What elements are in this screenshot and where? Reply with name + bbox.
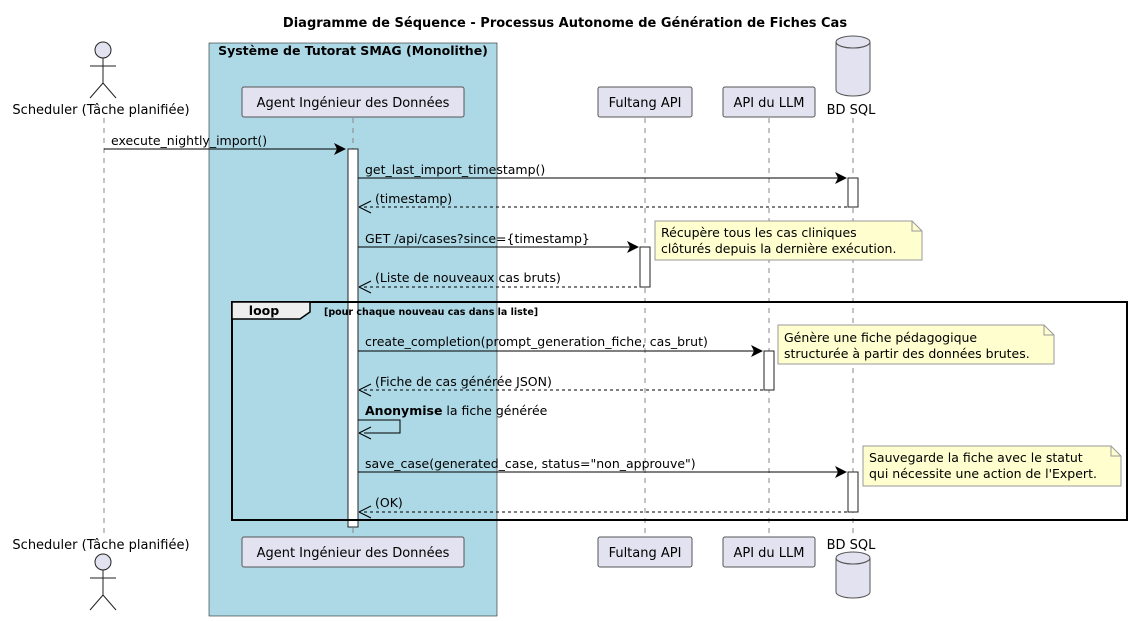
participant-fultang-label-bottom: Fultang API — [609, 546, 682, 561]
loop-frame — [231, 301, 1128, 521]
activation-bd-1 — [847, 177, 859, 208]
message-4: GET /api/cases?since={timestamp} — [358, 231, 639, 253]
participant-agent-label-bottom: Agent Ingénieur des Données — [257, 546, 450, 561]
database-icon — [835, 35, 871, 97]
loop-label: loop — [249, 303, 279, 318]
svg-text:clôturés depuis la dernière ex: clôturés depuis la dernière exécution. — [661, 241, 896, 256]
note-3: Sauvegarde la fiche avec le statut qui n… — [862, 445, 1122, 487]
participant-llm-label-bottom: API du LLM — [733, 546, 804, 561]
participant-scheduler-label: Scheduler (Tâche planifiée) — [12, 103, 189, 118]
participant-llm-label: API du LLM — [733, 96, 804, 111]
participant-llm-box-bottom — [722, 536, 816, 568]
message-8-self: Anonymise la fiche générée — [358, 403, 548, 440]
actor-icon — [89, 553, 117, 611]
participant-agent-label: Agent Ingénieur des Données — [257, 96, 450, 111]
svg-text:execute_nightly_import(): execute_nightly_import() — [111, 133, 267, 148]
message-5: (Liste de nouveaux cas bruts) — [358, 270, 640, 294]
participant-bd-label: BD SQL — [827, 103, 877, 118]
svg-text:(Liste de nouveaux cas bruts): (Liste de nouveaux cas bruts) — [375, 270, 561, 285]
activation-agent — [347, 148, 359, 528]
svg-text:Sauvegarde la fiche avec le st: Sauvegarde la fiche avec le statut — [869, 450, 1083, 465]
svg-text:save_case(generated_case, stat: save_case(generated_case, status="non_ap… — [365, 456, 696, 471]
activation-llm — [763, 350, 775, 391]
message-3: (timestamp) — [358, 191, 848, 214]
loop-tab — [231, 301, 311, 320]
message-10: (OK) — [358, 495, 848, 519]
note-1: Récupère tous les cas cliniques clôturés… — [654, 220, 923, 261]
svg-text:Anonymise la fiche générée: Anonymise la fiche générée — [365, 403, 548, 418]
message-9: save_case(generated_case, status="non_ap… — [358, 456, 847, 478]
svg-text:create_completion(prompt_gener: create_completion(prompt_generation_fich… — [365, 334, 708, 349]
message-1: execute_nightly_import() — [104, 133, 346, 155]
activation-fultang — [639, 246, 651, 288]
actor-icon — [89, 41, 117, 99]
svg-text:(Fiche de cas générée JSON): (Fiche de cas générée JSON) — [375, 374, 552, 389]
svg-text:GET /api/cases?since={timestam: GET /api/cases?since={timestamp} — [365, 231, 590, 246]
message-2: get_last_import_timestamp() — [358, 162, 847, 184]
participant-fultang-box-bottom — [597, 536, 693, 568]
note-2: Génère une fiche pédagogique structurée … — [777, 324, 1055, 365]
svg-text:(timestamp): (timestamp) — [375, 191, 452, 206]
svg-text:Récupère tous les cas clinique: Récupère tous les cas cliniques — [661, 225, 857, 240]
svg-text:Génère une fiche pédagogique: Génère une fiche pédagogique — [784, 330, 977, 345]
svg-text:structurée à partir des donnée: structurée à partir des données brutes. — [784, 346, 1030, 361]
participant-fultang-box — [597, 86, 693, 118]
participant-agent-box — [241, 86, 465, 118]
diagram-title: Diagramme de Séquence - Processus Autono… — [283, 16, 847, 31]
system-box-label: Système de Tutorat SMAG (Monolithe) — [218, 43, 488, 58]
svg-text:get_last_import_timestamp(): get_last_import_timestamp() — [365, 162, 545, 177]
participant-bd-label-bottom: BD SQL — [827, 538, 877, 553]
svg-text:(OK): (OK) — [375, 495, 403, 510]
participant-llm-box — [722, 86, 816, 118]
svg-text:qui nécessite une action de l': qui nécessite une action de l'Expert. — [869, 466, 1097, 481]
message-7: (Fiche de cas générée JSON) — [358, 374, 764, 397]
participant-scheduler-label-bottom: Scheduler (Tâche planifiée) — [12, 538, 189, 553]
loop-condition: [pour chaque nouveau cas dans la liste] — [324, 307, 538, 318]
message-6: create_completion(prompt_generation_fich… — [358, 334, 763, 357]
participant-agent-box-bottom — [241, 536, 465, 568]
database-icon — [835, 551, 871, 599]
participant-fultang-label: Fultang API — [609, 96, 682, 111]
activation-bd-2 — [847, 471, 859, 513]
